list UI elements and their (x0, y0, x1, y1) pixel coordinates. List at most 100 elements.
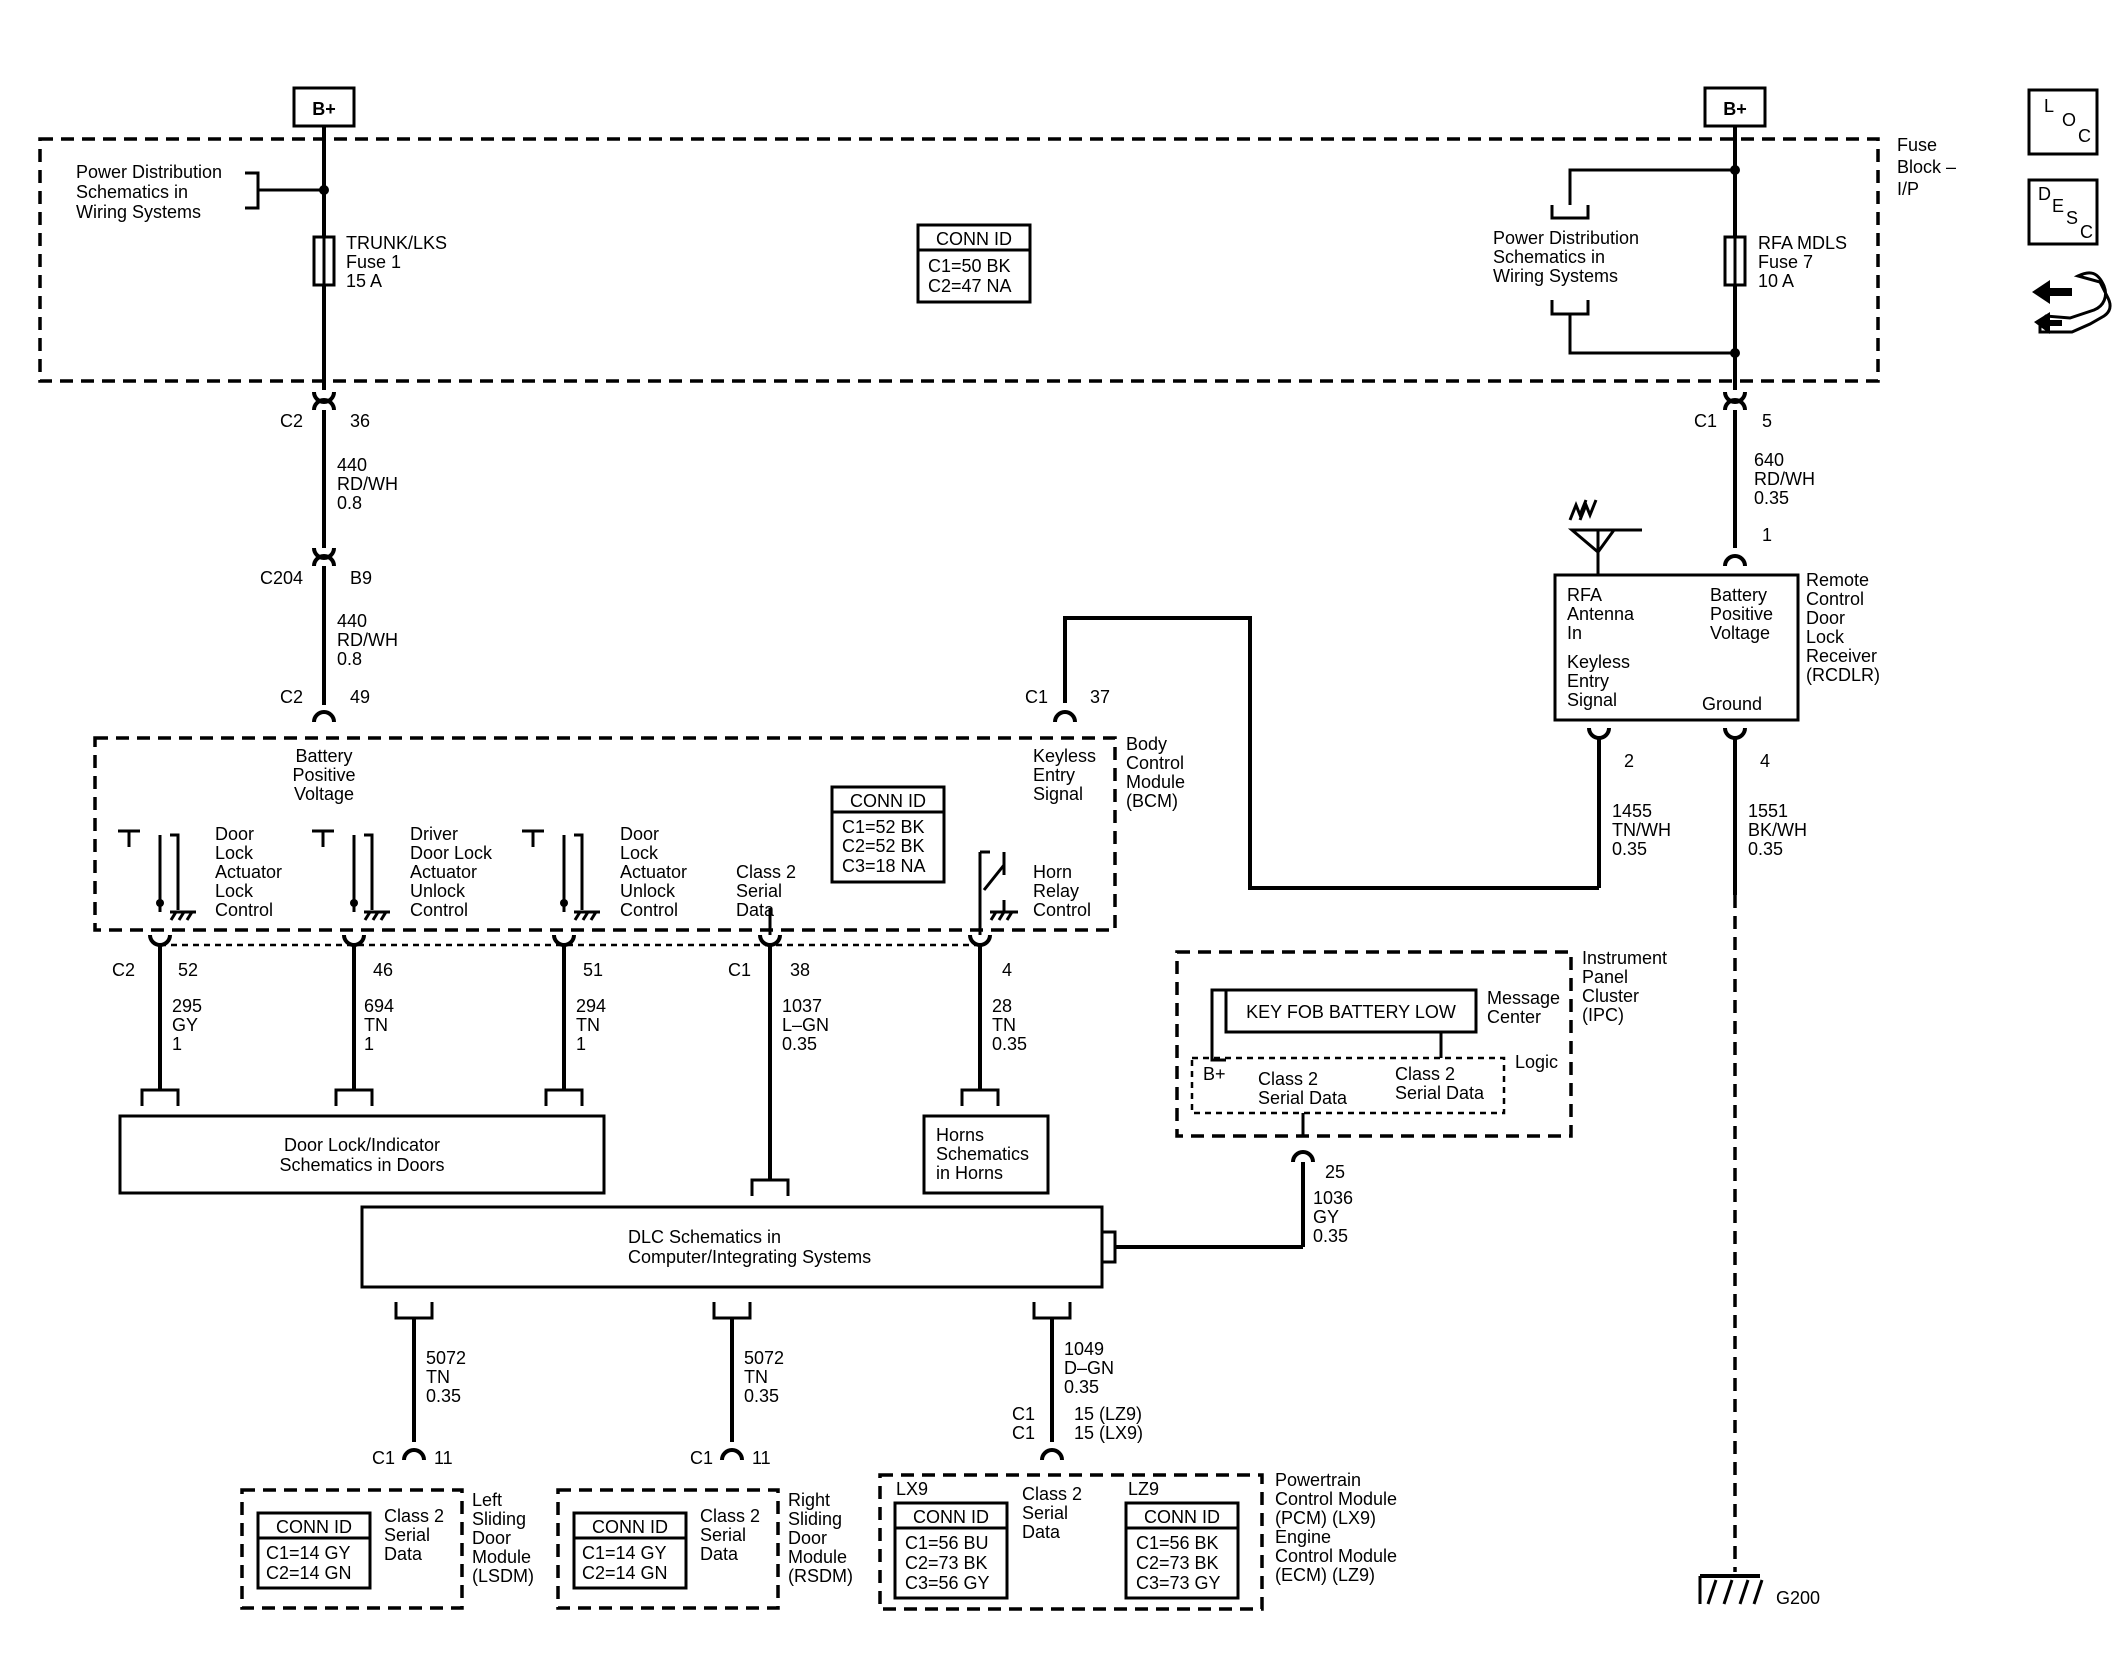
svg-text:C2=14 GN: C2=14 GN (582, 1563, 668, 1583)
rfa-antenna-icon (1567, 499, 1642, 575)
svg-text:49: 49 (350, 687, 370, 707)
svg-text:C1=56 BU: C1=56 BU (905, 1533, 989, 1553)
svg-text:L: L (2044, 96, 2054, 116)
svg-text:C2=52 BK: C2=52 BK (842, 836, 925, 856)
svg-text:4: 4 (1002, 960, 1012, 980)
svg-text:C3=56 GY: C3=56 GY (905, 1573, 990, 1593)
svg-text:C2: C2 (280, 411, 303, 431)
svg-text:B9: B9 (350, 568, 372, 588)
svg-text:C1=14 GY: C1=14 GY (266, 1543, 351, 1563)
svg-text:C1: C1 (690, 1448, 713, 1468)
svg-text:E: E (2052, 196, 2064, 216)
svg-text:LZ9: LZ9 (1128, 1479, 1159, 1499)
svg-text:C2=73 BK: C2=73 BK (905, 1553, 988, 1573)
svg-text:Logic: Logic (1515, 1052, 1558, 1072)
svg-text:1: 1 (1762, 525, 1772, 545)
connector-lsdm-c1-11: C1 11 (372, 1448, 453, 1468)
svg-text:C1: C1 (1694, 411, 1717, 431)
svg-text:37: 37 (1090, 687, 1110, 707)
svg-text:52: 52 (178, 960, 198, 980)
svg-text:Ground: Ground (1702, 694, 1762, 714)
svg-text:C1=52 BK: C1=52 BK (842, 817, 925, 837)
svg-text:C2=14 GN: C2=14 GN (266, 1563, 352, 1583)
svg-text:11: 11 (752, 1448, 771, 1468)
svg-text:11: 11 (434, 1448, 453, 1468)
svg-text:CONN ID: CONN ID (936, 229, 1012, 249)
svg-text:B+: B+ (1723, 99, 1747, 119)
svg-text:38: 38 (790, 960, 810, 980)
svg-text:C1=14 GY: C1=14 GY (582, 1543, 667, 1563)
svg-text:C3=73 GY: C3=73 GY (1136, 1573, 1221, 1593)
svg-text:C: C (2078, 126, 2091, 146)
svg-text:C2=47 NA: C2=47 NA (928, 276, 1012, 296)
svg-text:C: C (2080, 222, 2093, 242)
svg-text:B+: B+ (1203, 1064, 1226, 1084)
svg-text:KEY FOB BATTERY LOW: KEY FOB BATTERY LOW (1246, 1002, 1456, 1022)
connector-rsdm-c1-11: C1 11 (690, 1448, 771, 1468)
svg-text:5: 5 (1762, 411, 1772, 431)
svg-text:S: S (2066, 208, 2078, 228)
svg-text:G200: G200 (1776, 1588, 1820, 1608)
svg-text:C1: C1 (728, 960, 751, 980)
location-icon[interactable]: L O C (2027, 88, 2099, 156)
svg-text:C1=50 BK: C1=50 BK (928, 256, 1011, 276)
svg-text:C2=73 BK: C2=73 BK (1136, 1553, 1219, 1573)
connector-c204-b9: C204 B9 (260, 547, 372, 588)
connector-view-hand-icon[interactable] (2032, 271, 2112, 334)
svg-text:4: 4 (1760, 751, 1770, 771)
svg-text:46: 46 (373, 960, 393, 980)
conn-id-bcm: CONN ID C1=52 BK C2=52 BK C3=18 NA (830, 785, 946, 884)
battery-positive-right: B+ (1703, 86, 1767, 128)
svg-text:36: 36 (350, 411, 370, 431)
description-icon[interactable]: D E S C (2027, 178, 2099, 246)
connector-c2-36: C2 36 (280, 391, 370, 431)
connector-c1-37: C1 37 (1025, 687, 1110, 723)
svg-text:D: D (2038, 184, 2051, 204)
ground-g200: G200 (1698, 1574, 1820, 1608)
conn-id-fuse-block: CONN ID C1=50 BK C2=47 NA (916, 223, 1032, 304)
